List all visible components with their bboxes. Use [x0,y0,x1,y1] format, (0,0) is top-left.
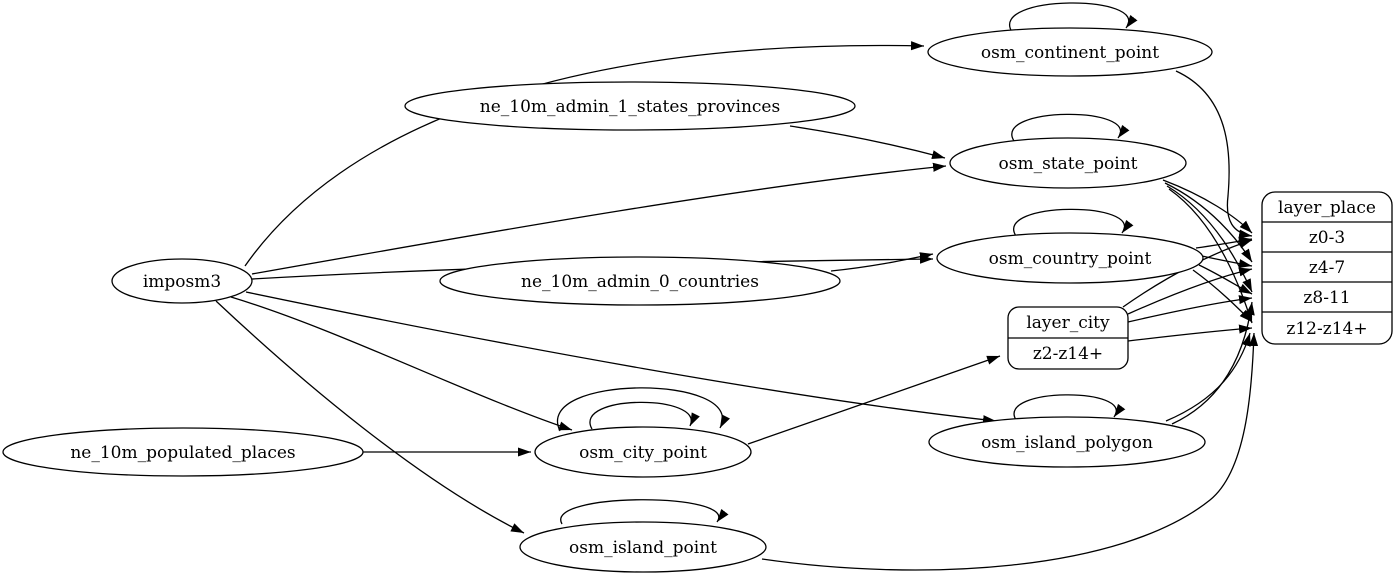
edge-ne_10m_admin_0_countries-to-osm_country_point [830,252,934,272]
edge-imposm3-to-osm_state_point [251,162,947,275]
edge-osm_country_point-to-layer_place-z8-11 [1198,264,1253,295]
self-loop-osm_state_point [1011,113,1130,142]
node-osm_island_point-label: osm_island_point [569,538,717,558]
node-osm_continent_point: osm_continent_point [927,27,1213,77]
node-imposm3: imposm3 [111,258,253,304]
node-ne_10m_admin_0_countries: ne_10m_admin_0_countries [439,256,841,306]
self-loop-osm_city_point-outer [556,387,730,432]
node-osm_country_point: osm_country_point [936,232,1204,284]
node-imposm3-shape [111,258,253,304]
edge-osm_island_point-to-layer_place-z12-z14 [761,332,1259,571]
record-layer_place-row-z12-z14: z12-z14+ [1286,319,1367,339]
node-osm_island_polygon-label: osm_island_polygon [981,433,1153,453]
edge-osm_state_point-to-layer_place-z8-11 [1166,185,1253,293]
record-layer_place-row-z0-3: z0-3 [1309,228,1345,248]
node-osm_city_point-label: osm_city_point [579,443,707,463]
node-ne_10m_admin_1_states_provinces: ne_10m_admin_1_states_provinces [404,81,856,131]
edge-osm_island_polygon-to-layer_place-z12-z14 [1165,332,1251,422]
record-layer_place-title: layer_place [1278,198,1376,218]
node-osm_island_polygon: osm_island_polygon [928,416,1206,468]
edge-imposm3-to-osm_island_polygon [245,291,997,425]
record-layer_place-row-z4-7: z4-7 [1309,258,1345,278]
edge-osm_state_point-to-layer_place-z4-7 [1164,182,1253,263]
edge-ne_10m_admin_1_states_provinces-to-osm_state_point [789,125,946,160]
node-osm_island_polygon-shape [928,416,1206,468]
record-layer_city: layer_city z2-z14+ [1007,306,1129,370]
node-ne_10m_populated_places: ne_10m_populated_places [2,427,364,477]
record-layer_place-row-z8-11: z8-11 [1303,288,1350,308]
self-loop-osm_country_point [1013,208,1134,237]
node-ne_10m_populated_places-label: ne_10m_populated_places [70,443,295,463]
edge-osm_country_point-to-layer_place-z4-7 [1201,255,1253,269]
record-layer_place: layer_place z0-3 z4-7 z8-11 z12-z14+ [1261,191,1393,345]
node-osm_city_point-shape [534,426,752,478]
edge-layer_city-to-layer_place-z4-7 [1127,267,1253,315]
node-osm_country_point-label: osm_country_point [989,249,1152,269]
edge-layer_city-to-layer_place-z8-11 [1127,295,1253,323]
node-ne_10m_admin_1_states_provinces-shape [404,81,856,131]
node-osm_island_point-shape [519,521,767,573]
node-osm_continent_point-label: osm_continent_point [981,43,1159,63]
node-ne_10m_admin_0_countries-shape [439,256,841,306]
node-ne_10m_admin_0_countries-label: ne_10m_admin_0_countries [521,272,759,292]
self-loop-osm_continent_point [1008,2,1138,33]
node-ne_10m_admin_1_states_provinces-label: ne_10m_admin_1_states_provinces [480,97,780,117]
record-layer_city-row-z2-z14: z2-z14+ [1033,344,1103,364]
node-osm_continent_point-shape [927,27,1213,77]
node-osm_city_point: osm_city_point [534,426,752,478]
edge-imposm3-to-osm_island_point [215,300,525,534]
edge-osm_island_polygon-to-layer_place-z8-11 [1171,301,1255,425]
edge-imposm3-to-osm_city_point [230,296,573,431]
self-loop-osm_city_point-inner [589,401,700,430]
record-layer_place-box [1261,191,1393,345]
node-osm_island_point: osm_island_point [519,521,767,573]
record-layer_city-title: layer_city [1026,313,1110,333]
self-loop-osm_island_polygon [1013,394,1126,421]
node-osm_state_point-shape [949,137,1187,189]
self-loop-osm_island_point [560,499,729,525]
edge-layer_city-to-layer_place-z12-z14 [1127,324,1253,342]
node-osm_state_point-label: osm_state_point [999,154,1138,174]
edge-osm_state_point-to-layer_place-z0-3 [1162,179,1253,234]
edge-osm_city_point-to-layer_city-z2-z14 [747,355,1001,445]
node-ne_10m_populated_places-shape [2,427,364,477]
edge-osm_continent_point-to-layer_place-z0-3 [1175,70,1253,239]
node-imposm3-label: imposm3 [143,272,221,292]
node-osm_state_point: osm_state_point [949,137,1187,189]
node-osm_country_point-shape [936,232,1204,284]
edge-osm_country_point-to-layer_place-z12-z14 [1192,269,1253,323]
